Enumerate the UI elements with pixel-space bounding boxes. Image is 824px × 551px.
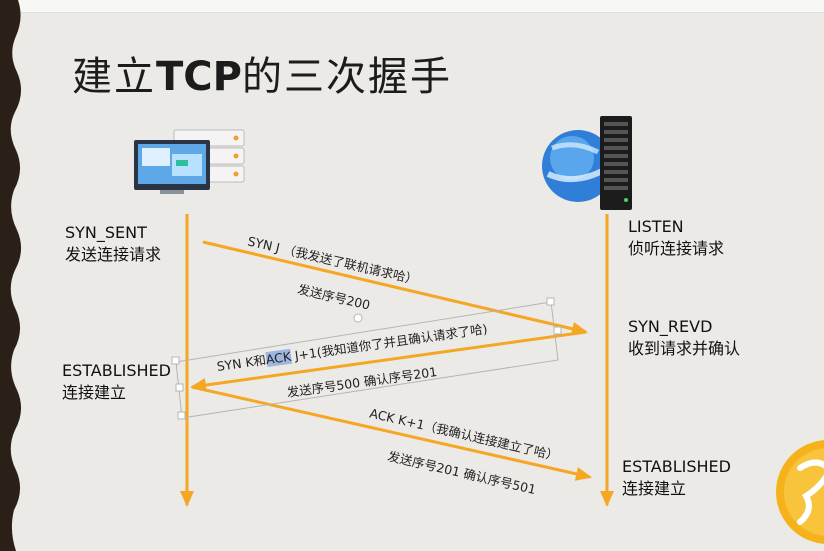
client-state-established: ESTABLISHED 连接建立: [62, 361, 171, 402]
page-title: 建立TCP的三次握手: [72, 54, 452, 100]
ack-highlight: ACK: [264, 348, 292, 368]
syn-ack-arrow: [190, 330, 587, 392]
server-state-syn-revd: SYN_REVD 收到请求并确认: [628, 317, 741, 358]
syn-arrow: [202, 240, 588, 336]
logo-badge-icon: [776, 440, 824, 544]
selection-box: [171, 297, 562, 420]
computer-icon: [134, 129, 245, 194]
server-state-established: ESTABLISHED 连接建立: [622, 457, 731, 498]
globe-icon: [542, 130, 616, 202]
client-state-syn-sent: SYN_SENT 发送连接请求: [65, 223, 162, 264]
torn-edge-decoration: [0, 0, 22, 551]
server-state-listen: LISTEN 侦听连接请求: [628, 217, 725, 258]
ack-arrow: [191, 385, 592, 481]
server-icon: [600, 116, 632, 210]
top-bar: [0, 0, 824, 13]
